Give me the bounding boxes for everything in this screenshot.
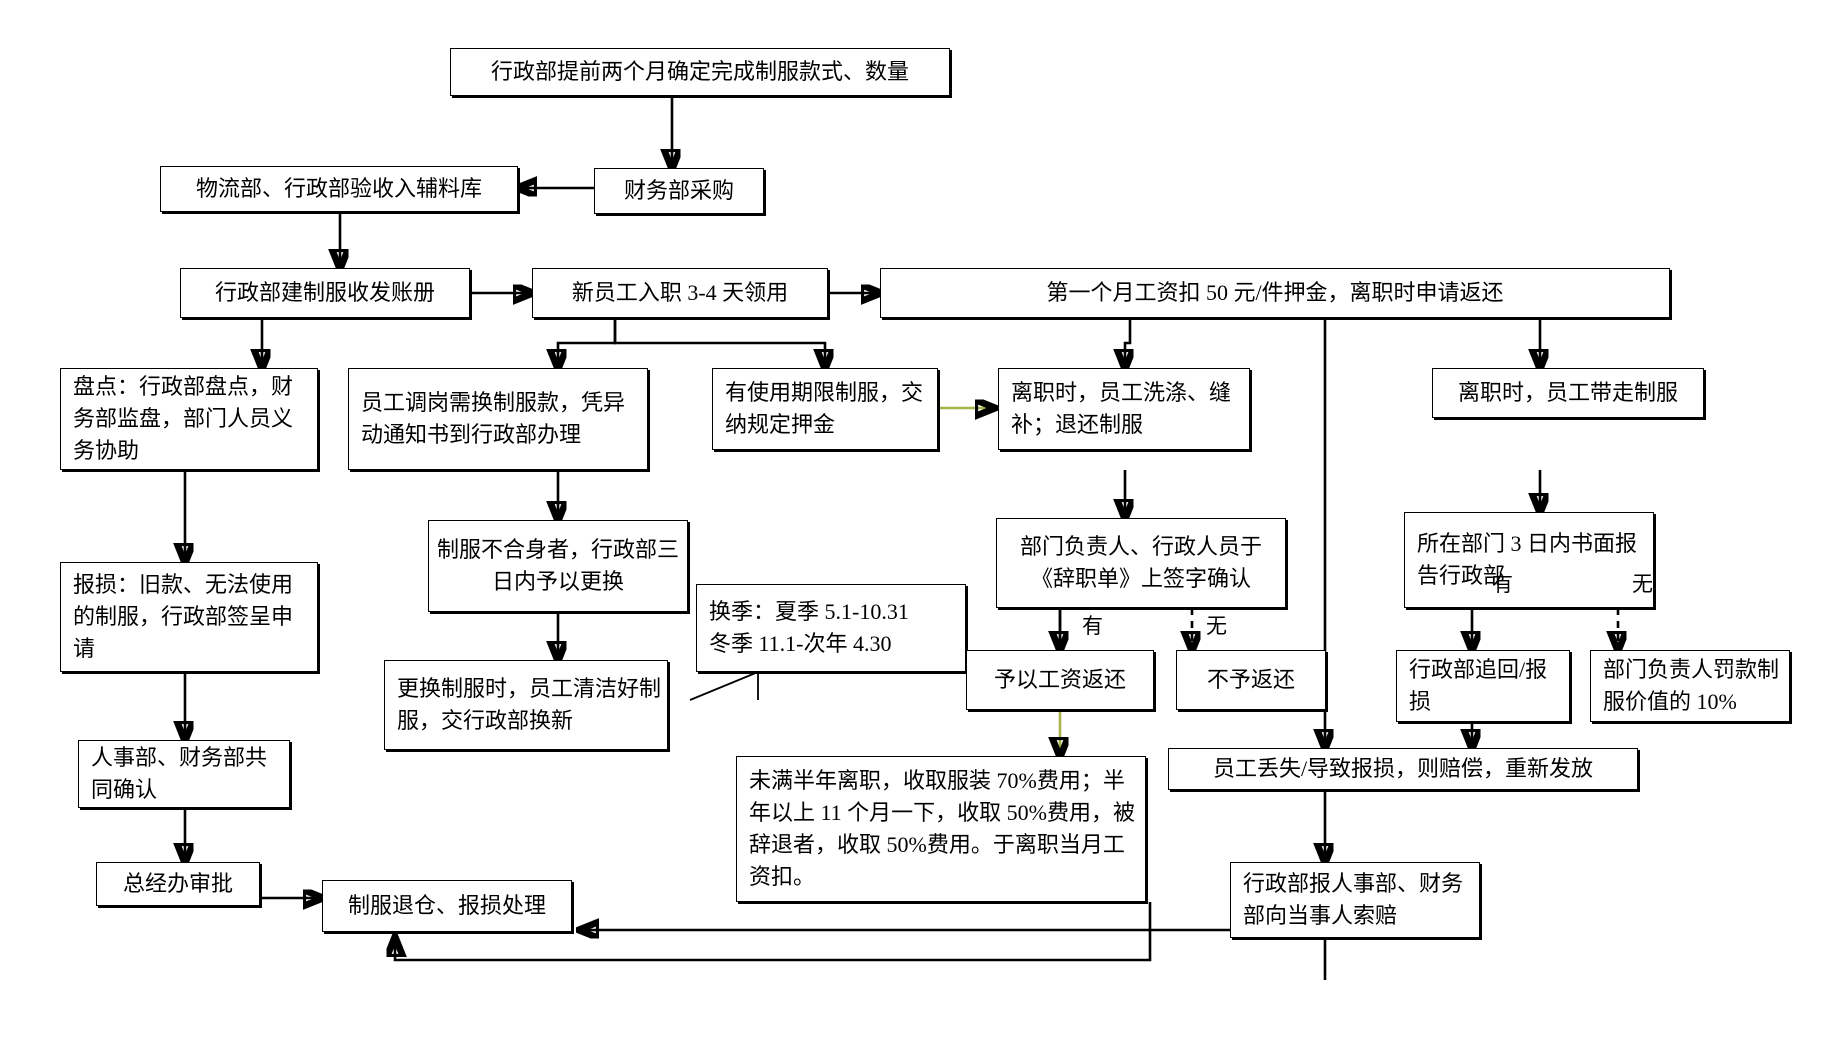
node-resignation-form-signature[interactable]: 部门负责人、行政人员于《辞职单》上签字确认 xyxy=(996,518,1286,608)
node-label: 物流部、行政部验收入辅料库 xyxy=(195,176,482,202)
node-label: 报损：旧款、无法使用的制服，行政部签呈申请 xyxy=(73,572,294,661)
node-transfer-change-uniform[interactable]: 员工调岗需换制服款，凭异动通知书到行政部办理 xyxy=(348,368,648,470)
node-label: 制服不合身者，行政部三日内予以更换 xyxy=(436,537,679,594)
node-limited-term-deposit[interactable]: 有使用期限制服，交纳规定押金 xyxy=(712,368,938,450)
node-resign-wash-return[interactable]: 离职时，员工洗涤、缝补；退还制服 xyxy=(998,368,1250,450)
node-refund-salary[interactable]: 予以工资返还 xyxy=(966,650,1154,710)
node-admin-claim[interactable]: 行政部报人事部、财务部向当事人索赔 xyxy=(1230,862,1480,938)
node-label: 不予返还 xyxy=(1206,667,1295,693)
node-label: 财务部采购 xyxy=(623,178,734,204)
node-admin-recover-scrap[interactable]: 行政部追回/报损 xyxy=(1396,650,1570,722)
node-label: 盘点：行政部盘点，财务部监盘，部门人员义务协助 xyxy=(73,374,294,463)
node-scrap-old-uniform[interactable]: 报损：旧款、无法使用的制服，行政部签呈申请 xyxy=(60,562,318,672)
node-logistics-admin-receive[interactable]: 物流部、行政部验收入辅料库 xyxy=(160,166,518,212)
node-dept-head-fine[interactable]: 部门负责人罚款制服价值的 10% xyxy=(1590,650,1790,722)
node-label: 行政部报人事部、财务部向当事人索赔 xyxy=(1243,871,1464,928)
node-label: 行政部建制服收发账册 xyxy=(214,280,435,306)
node-loss-compensation[interactable]: 员工丢失/导致报损，则赔偿，重新发放 xyxy=(1168,748,1638,790)
node-label: 总经办审批 xyxy=(122,871,233,897)
node-determine-uniform-style[interactable]: 行政部提前两个月确定完成制服款式、数量 xyxy=(450,48,950,96)
node-inventory-check[interactable]: 盘点：行政部盘点，财务部监盘，部门人员义务协助 xyxy=(60,368,318,470)
node-dept-written-report[interactable]: 所在部门 3 日内书面报告行政部 xyxy=(1404,512,1654,608)
node-label: 部门负责人、行政人员于《辞职单》上签字确认 xyxy=(1019,534,1262,591)
node-new-employee-issue[interactable]: 新员工入职 3-4 天领用 xyxy=(532,268,828,318)
node-label: 第一个月工资扣 50 元/件押金，离职时申请返还 xyxy=(1046,280,1504,306)
node-label: 新员工入职 3-4 天领用 xyxy=(571,280,789,306)
node-label: 更换制服时，员工清洁好制服，交行政部换新 xyxy=(397,676,662,733)
edge-label-you-report: 有 xyxy=(1492,572,1513,596)
node-label: 行政部提前两个月确定完成制服款式、数量 xyxy=(490,59,909,85)
node-season-change-dates[interactable]: 换季：夏季 5.1-10.31 冬季 11.1-次年 4.30 xyxy=(696,584,966,672)
node-label: 离职时，员工带走制服 xyxy=(1457,380,1678,406)
node-label: 未满半年离职，收取服装 70%费用；半年以上 11 个月一下，收取 50%费用，… xyxy=(749,768,1136,889)
node-label: 予以工资返还 xyxy=(993,667,1126,693)
node-ill-fitting-replace[interactable]: 制服不合身者，行政部三日内予以更换 xyxy=(428,520,688,612)
node-label: 制服退仓、报损处理 xyxy=(347,893,546,919)
node-return-scrap-handling[interactable]: 制服退仓、报损处理 xyxy=(322,880,572,932)
node-label: 换季：夏季 5.1-10.31 冬季 11.1-次年 4.30 xyxy=(709,599,909,656)
node-no-refund[interactable]: 不予返还 xyxy=(1176,650,1326,710)
node-admin-ledger[interactable]: 行政部建制服收发账册 xyxy=(180,268,470,318)
node-label: 有使用期限制服，交纳规定押金 xyxy=(725,380,924,437)
edge-label-wu-report: 无 xyxy=(1632,572,1653,596)
node-resign-fee-rules[interactable]: 未满半年离职，收取服装 70%费用；半年以上 11 个月一下，收取 50%费用，… xyxy=(736,756,1146,902)
node-finance-purchase[interactable]: 财务部采购 xyxy=(594,168,764,214)
node-label: 离职时，员工洗涤、缝补；退还制服 xyxy=(1011,380,1232,437)
node-label: 所在部门 3 日内书面报告行政部 xyxy=(1417,531,1638,588)
node-gm-office-approval[interactable]: 总经办审批 xyxy=(96,862,260,906)
node-label: 人事部、财务部共同确认 xyxy=(91,745,268,802)
node-label: 行政部追回/报损 xyxy=(1409,657,1548,714)
edge-label-wu-resignation: 无 xyxy=(1206,614,1227,638)
node-label: 员工丢失/导致报损，则赔偿，重新发放 xyxy=(1212,756,1594,782)
node-clean-before-exchange[interactable]: 更换制服时，员工清洁好制服，交行政部换新 xyxy=(384,660,668,750)
node-label: 部门负责人罚款制服价值的 10% xyxy=(1603,657,1780,714)
node-hr-finance-confirm[interactable]: 人事部、财务部共同确认 xyxy=(78,740,290,808)
node-label: 员工调岗需换制服款，凭异动通知书到行政部办理 xyxy=(361,390,626,447)
node-resign-take-uniform[interactable]: 离职时，员工带走制服 xyxy=(1432,368,1704,418)
node-first-month-deposit[interactable]: 第一个月工资扣 50 元/件押金，离职时申请返还 xyxy=(880,268,1670,318)
edge-label-you-resignation: 有 xyxy=(1082,614,1103,638)
